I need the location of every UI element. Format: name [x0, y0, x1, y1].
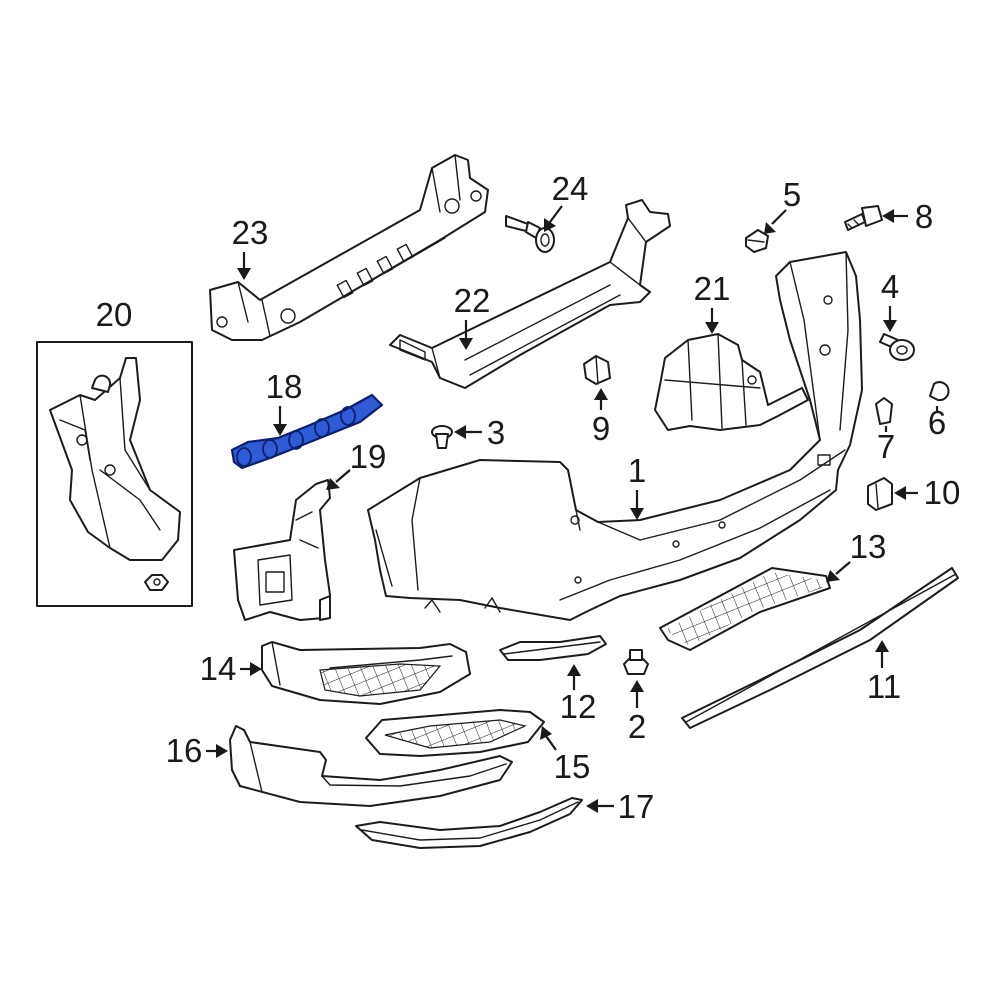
part-9-clip[interactable]: [583, 355, 611, 385]
part-15-diffuser-right[interactable]: [365, 709, 545, 757]
part-12-reflector[interactable]: [499, 635, 607, 661]
callout-label: 16: [166, 732, 203, 769]
part-20-bracket-box[interactable]: [36, 341, 193, 607]
callout-13[interactable]: 13: [826, 528, 886, 582]
part-23-reinforcement-beam[interactable]: [209, 154, 489, 341]
callout-label: 12: [560, 688, 597, 725]
callout-label: 13: [850, 528, 887, 565]
callout-label: 24: [552, 170, 589, 207]
callout-label: 22: [454, 282, 491, 319]
part-3-clip[interactable]: [431, 425, 453, 449]
callout-label: 2: [628, 708, 646, 745]
part-21-shield[interactable]: [654, 333, 809, 431]
callout-17[interactable]: 17: [586, 788, 654, 825]
callout-label: 9: [592, 410, 610, 447]
callout-label: 19: [350, 438, 387, 475]
callout-label: 14: [200, 650, 237, 687]
callout-12[interactable]: 12: [560, 664, 597, 725]
callout-label: 15: [554, 748, 591, 785]
part-14-diffuser-left[interactable]: [261, 641, 471, 705]
callout-20[interactable]: 20: [96, 296, 133, 333]
callout-label: 21: [694, 270, 731, 307]
callout-21[interactable]: 21: [694, 270, 731, 334]
callout-24[interactable]: 24: [544, 170, 588, 232]
callout-label: 3: [487, 414, 505, 451]
callout-4[interactable]: 4: [881, 268, 899, 332]
callout-label: 20: [96, 296, 133, 333]
callout-label: 18: [266, 368, 303, 405]
callout-label: 8: [915, 198, 933, 235]
part-7-clip[interactable]: [875, 397, 893, 425]
part-1-bumper-cover[interactable]: [367, 251, 863, 621]
callout-label: 11: [867, 668, 901, 705]
callout-11[interactable]: 11: [867, 640, 901, 705]
callout-1[interactable]: 1: [628, 452, 646, 520]
part-6-nut[interactable]: [929, 381, 950, 402]
part-22-energy-absorber[interactable]: [389, 199, 671, 389]
callout-label: 7: [877, 428, 895, 465]
part-16-lower-valance[interactable]: [229, 725, 513, 807]
callout-14[interactable]: 14: [200, 650, 262, 687]
callout-22[interactable]: 22: [454, 282, 491, 350]
callout-label: 1: [628, 452, 646, 489]
callout-7[interactable]: 7: [877, 426, 895, 465]
callout-9[interactable]: 9: [592, 388, 610, 447]
part-17-lower-trim[interactable]: [355, 797, 583, 849]
part-24-tow-eye[interactable]: [505, 215, 555, 253]
part-11-trim-strip[interactable]: [681, 567, 959, 729]
callout-5[interactable]: 5: [764, 176, 801, 234]
part-2-nut[interactable]: [623, 649, 649, 675]
part-10-clip[interactable]: [867, 477, 893, 511]
callout-label: 6: [928, 404, 946, 441]
part-8-bolt[interactable]: [844, 205, 883, 231]
callout-15[interactable]: 15: [540, 726, 590, 785]
callout-label: 5: [783, 176, 801, 213]
callout-6[interactable]: 6: [928, 404, 946, 441]
part-19-side-bracket[interactable]: [233, 479, 331, 621]
part-5-push-pin[interactable]: [745, 229, 769, 253]
callout-19[interactable]: 19: [326, 438, 386, 490]
callout-18[interactable]: 18: [266, 368, 303, 436]
part-4-bolt[interactable]: [879, 333, 915, 361]
callout-label: 4: [881, 268, 899, 305]
callout-label: 10: [924, 474, 961, 511]
callout-10[interactable]: 10: [894, 474, 960, 511]
part-18-bumper-bracket-highlighted[interactable]: [230, 393, 384, 470]
callout-3[interactable]: 3: [454, 414, 505, 451]
callout-16[interactable]: 16: [166, 732, 228, 769]
part-13-grille-insert[interactable]: [659, 567, 831, 651]
callout-label: 23: [232, 214, 269, 251]
callout-23[interactable]: 23: [232, 214, 269, 280]
callout-8[interactable]: 8: [882, 198, 933, 235]
callout-label: 17: [618, 788, 655, 825]
callout-2[interactable]: 2: [628, 680, 646, 745]
